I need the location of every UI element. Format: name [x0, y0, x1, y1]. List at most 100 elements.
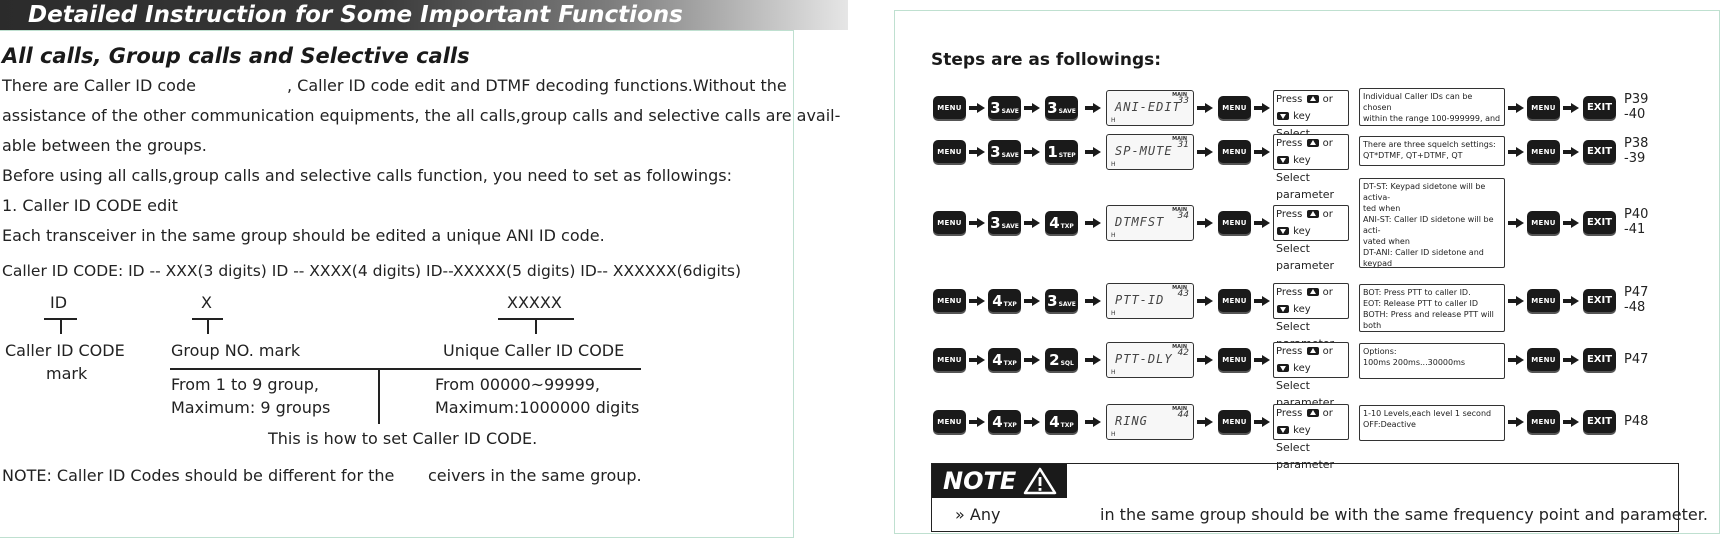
key-sublabel: TXP	[1060, 222, 1074, 230]
menu-key[interactable]: MENU	[1218, 96, 1251, 119]
menu-key[interactable]: MENU	[933, 348, 966, 371]
menu-key[interactable]: MENU	[933, 211, 966, 234]
page-ref-line: P47	[1624, 352, 1649, 367]
menu-key[interactable]: MENU	[1527, 140, 1560, 163]
caller-id-format-line: Caller ID CODE: ID -- XXX(3 digits) ID -…	[2, 262, 742, 280]
title-bar: Detailed Instruction for Some Important …	[0, 0, 848, 30]
key-number: 4	[1049, 412, 1060, 431]
menu-key[interactable]: MENU	[1218, 211, 1251, 234]
exit-key[interactable]: EXIT	[1583, 211, 1616, 234]
press-line: Press or key	[1276, 138, 1333, 166]
select-parameter-label: Select parameter	[1276, 242, 1335, 272]
menu-key[interactable]: MENU	[1218, 289, 1251, 312]
lcd-main-label: MAIN	[1172, 344, 1187, 350]
arrow-icon	[1024, 296, 1040, 306]
exit-key[interactable]: EXIT	[1583, 289, 1616, 312]
press-line: Press or key	[1276, 408, 1333, 436]
arrow-icon	[1563, 417, 1579, 427]
lcd-text: PTT-DLY	[1115, 352, 1173, 366]
unique-code-label: Unique Caller ID CODE	[443, 341, 625, 360]
arrow-icon	[1254, 355, 1270, 365]
exit-key[interactable]: EXIT	[1583, 140, 1616, 163]
paragraph-line: able between the groups.	[2, 136, 207, 155]
bracket-line	[535, 318, 537, 334]
lcd-text: RING	[1115, 414, 1148, 428]
exit-key[interactable]: EXIT	[1583, 96, 1616, 119]
page-ref-line: P40	[1624, 207, 1649, 222]
menu-key[interactable]: MENU	[1527, 348, 1560, 371]
arrow-icon	[969, 147, 985, 157]
menu-key[interactable]: MENU	[1218, 348, 1251, 371]
lcd-menu-number: 42	[1177, 348, 1189, 358]
arrow-icon	[969, 218, 985, 228]
description-line: DT-ST: Keypad sidetone will be activa-	[1363, 182, 1486, 202]
menu-key[interactable]: MENU	[1218, 140, 1251, 163]
menu-key[interactable]: MENU	[1527, 211, 1560, 234]
description-box: There are three squelch settings:QT*DTMF…	[1359, 136, 1505, 166]
section-heading: All calls, Group calls and Selective cal…	[2, 44, 470, 68]
arrow-icon	[1254, 296, 1270, 306]
menu-key[interactable]: MENU	[1527, 410, 1560, 433]
select-parameter-label: Select parameter	[1276, 441, 1335, 471]
description-line: vated when	[1363, 237, 1410, 246]
key-number: 3	[990, 142, 1001, 161]
unique-range-text: From 00000~99999,	[435, 375, 601, 394]
arrow-icon	[1197, 296, 1213, 306]
up-arrow-key-icon	[1306, 288, 1319, 296]
down-arrow-key-icon	[1277, 156, 1289, 164]
description-line: BOTH: Press and release PTT will both	[1363, 310, 1494, 330]
caller-mark-label: Caller ID CODE	[5, 341, 125, 360]
up-arrow-key-icon	[1306, 95, 1319, 103]
arrow-icon	[1085, 296, 1101, 306]
description-line: ANI-ST: Caller ID sidetone will be acti-	[1363, 215, 1494, 235]
key-number: 1	[1047, 142, 1058, 161]
menu-key[interactable]: MENU	[933, 410, 966, 433]
menu-key[interactable]: MENU	[933, 96, 966, 119]
arrow-icon	[1197, 103, 1213, 113]
arrow-icon	[1197, 218, 1213, 228]
up-arrow-key-icon	[1306, 409, 1319, 417]
lcd-main-label: MAIN	[1172, 136, 1187, 142]
exit-key[interactable]: EXIT	[1583, 348, 1616, 371]
menu-key[interactable]: MENU	[1218, 410, 1251, 433]
menu-key[interactable]: MENU	[933, 140, 966, 163]
exit-key[interactable]: EXIT	[1583, 410, 1616, 433]
note-text: ceivers in the same group.	[428, 466, 642, 485]
arrow-icon	[1563, 147, 1579, 157]
up-arrow-key-icon	[1306, 210, 1319, 218]
key-sublabel: SQL	[1060, 359, 1074, 367]
lcd-main-label: MAIN	[1172, 92, 1187, 98]
key-sublabel: TXP	[1060, 421, 1074, 429]
arrow-icon	[969, 417, 985, 427]
note-box	[931, 463, 1679, 532]
arrow-icon	[1508, 296, 1524, 306]
menu-key[interactable]: MENU	[1527, 96, 1560, 119]
menu-key[interactable]: MENU	[933, 289, 966, 312]
arrow-icon	[1508, 417, 1524, 427]
description-line: ted when	[1363, 204, 1401, 213]
arrow-icon	[969, 355, 985, 365]
note-prefix: » Any	[955, 505, 1001, 524]
arrow-icon	[1197, 417, 1213, 427]
arrow-icon	[1197, 147, 1213, 157]
menu-key[interactable]: MENU	[1527, 289, 1560, 312]
description-line: Options:	[1363, 347, 1397, 356]
bracket-line	[207, 318, 209, 334]
